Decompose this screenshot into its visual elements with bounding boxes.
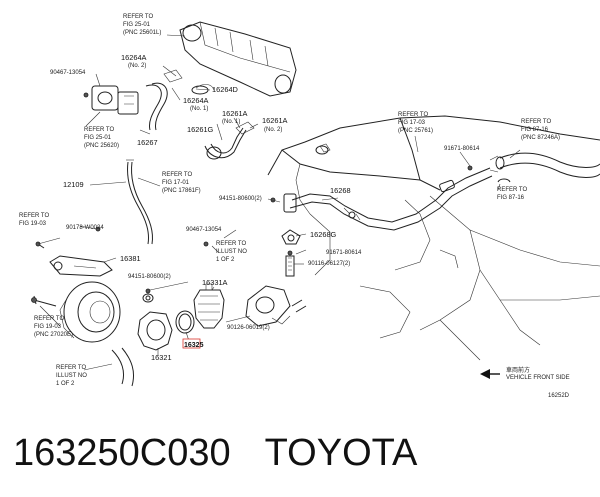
ref-fig19-03-b-line1: REFER TO [34,316,64,322]
part-16264A-no2[interactable]: 16264A [121,53,147,62]
part-16381[interactable]: 16381 [120,254,141,263]
ref-fig87-16-b-line1: REFER TO [497,187,527,193]
hose-12109-illustration [126,159,153,245]
engine-outline [267,115,600,361]
callout-ref-illust-a[interactable]: REFER TO ILLUST NO 1 OF 2 [216,241,247,263]
ref-fig87-16-a-line1: REFER TO [521,119,551,125]
fasteners [95,165,473,294]
radiator-hose-illustration [489,152,600,183]
ref-fig17-01-line3: (PNC 17861F) [162,188,201,194]
ref-fig19-03-b-line2: FIG 19-03 [34,324,62,330]
ref-fig25-top-line1: REFER TO [123,14,153,20]
egr-cooler-illustration [179,21,297,97]
part-90178-W0024[interactable]: 90178-W0024 [66,225,104,231]
callout-ref-fig19-03-a[interactable]: REFER TO FIG 19-03 [19,213,49,227]
part-91671-80614-b[interactable]: 91671-80614 [444,146,480,152]
ref-fig19-03-a-line2: FIG 19-03 [19,221,47,227]
callout-ref-fig25-top[interactable]: REFER TO FIG 25-01 (PNC 25601L) [123,14,161,36]
ref-illust-b-line3: 1 OF 2 [56,381,75,387]
callout-ref-illust-b[interactable]: REFER TO ILLUST NO 1 OF 2 [56,365,87,387]
highlight-box-16325 [182,338,201,349]
caption: 163250C030 TOYOTA [13,432,417,475]
ref-illust-a-line2: ILLUST NO [216,249,247,255]
part-90116-06127[interactable]: 90116-06127(2) [308,261,350,267]
part-91671-80614-a[interactable]: 91671-80614 [326,250,362,256]
water-pipe-16268-illustration [283,167,493,231]
ref-fig17-01-line1: REFER TO [162,172,192,178]
part-16267[interactable]: 16267 [137,138,158,147]
part-16331A[interactable]: 16331A [202,278,228,287]
callout-ref-fig17-03[interactable]: REFER TO FIG 17-03 (PNC 25761) [398,112,433,134]
ref-fig87-16-a-line3: (PNC 87246A) [521,135,560,141]
ref-fig17-03-line1: REFER TO [398,112,428,118]
figure-id: 16252D [548,393,570,399]
ref-illust-b-line1: REFER TO [56,365,86,371]
ref-fig25-left-line2: FIG 25-01 [84,135,112,141]
part-16261A-no1[interactable]: 16261A [222,109,248,118]
ref-fig19-03-a-line1: REFER TO [19,213,49,219]
ref-fig17-03-line3: (PNC 25761) [398,128,433,134]
parts-diagram: REFER TO FIG 25-01 (PNC 25601L) 16264A (… [19,14,600,399]
ref-fig87-16-b-line2: FIG 87-16 [497,195,525,201]
part-16261A-no2-sub: (No. 2) [264,127,282,133]
part-16325-highlighted[interactable]: 16325 [184,342,204,349]
ref-illust-a-line3: 1 OF 2 [216,257,235,263]
callout-ref-fig87-16-b[interactable]: REFER TO FIG 87-16 [497,187,527,201]
part-12109[interactable]: 12109 [63,180,84,189]
ref-fig25-top-line3: (PNC 25601L) [123,30,161,36]
part-16261G[interactable]: 16261G [187,125,214,134]
thermostat-housing-illustration [137,229,307,351]
ref-fig87-16-a-line2: FIG 87-16 [521,127,549,133]
ref-fig19-03-b-line3: (PNC 27020E) [34,332,73,338]
part-16321[interactable]: 16321 [151,353,172,362]
vehicle-front-arrow [480,369,500,379]
ref-illust-a-line1: REFER TO [216,241,246,247]
vehicle-front-label-jp: 車両前方 [506,366,530,374]
ref-fig17-01-line2: FIG 17-01 [162,180,190,186]
part-90467-13054-b[interactable]: 90467-13054 [186,227,222,233]
part-16264A-no1-sub: (No. 1) [190,106,208,112]
callout-ref-fig17-01[interactable]: REFER TO FIG 17-01 (PNC 17861F) [162,172,201,194]
part-16264A-no1[interactable]: 16264A [183,96,209,105]
ref-illust-b-line2: ILLUST NO [56,373,87,379]
leader-lines [37,34,521,371]
caption-part-number: 163250C030 [13,432,231,474]
caption-brand: TOYOTA [264,432,418,474]
part-16261A-no2[interactable]: 16261A [262,116,288,125]
ref-fig25-top-line2: FIG 25-01 [123,22,151,28]
part-16261A-no1-sub: (No. 1) [222,119,240,125]
part-16268[interactable]: 16268 [330,186,351,195]
ref-fig25-left-line1: REFER TO [84,127,114,133]
part-90467-13054-a[interactable]: 90467-13054 [50,70,86,76]
part-94151-80600-b[interactable]: 94151-80600(2) [128,274,171,280]
part-94151-80600-a[interactable]: 94151-80600(2) [219,196,262,202]
callout-ref-fig19-03-b[interactable]: REFER TO FIG 19-03 (PNC 27020E) [34,316,73,338]
ref-fig17-03-line2: FIG 17-03 [398,120,426,126]
water-pump-illustration [31,241,135,387]
part-16264D[interactable]: 16264D [212,85,238,94]
part-16264A-no2-sub: (No. 2) [128,63,146,69]
part-90126-06019[interactable]: 90126-06019(2) [227,325,270,331]
water-bypass-pipe-illustration [204,121,255,160]
vehicle-front-label-en: VEHICLE FRONT SIDE [506,375,570,381]
callout-ref-fig87-16-a[interactable]: REFER TO FIG 87-16 (PNC 87246A) [521,119,560,141]
part-16268G[interactable]: 16268G [310,230,337,239]
ref-fig25-left-line3: (PNC 25620) [84,143,119,149]
callout-ref-fig25-left[interactable]: REFER TO FIG 25-01 (PNC 25620) [84,127,119,149]
